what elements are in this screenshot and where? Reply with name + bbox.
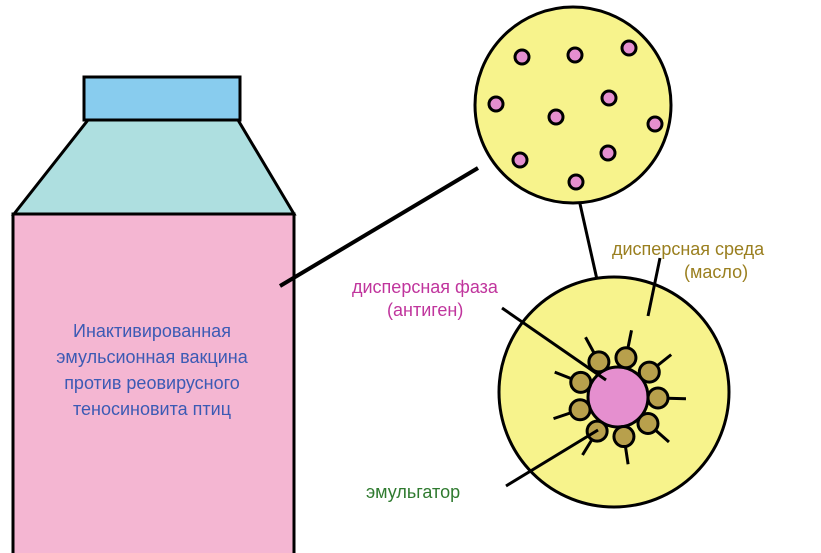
antigen-droplet	[569, 175, 583, 189]
antigen-droplet	[549, 110, 563, 124]
emulsifier-head	[571, 372, 591, 392]
antigen-droplet	[622, 41, 636, 55]
bottle-label-line: эмульсионная вакцина	[22, 344, 282, 370]
antigen-droplet	[489, 97, 503, 111]
emulsifier-head	[614, 427, 634, 447]
antigen-droplet	[648, 117, 662, 131]
emulsifier-head	[638, 413, 658, 433]
dispersed-phase-sublabel: (антиген)	[387, 299, 463, 321]
dispersed-medium-sublabel: (масло)	[684, 261, 748, 283]
dispersed-medium-label: дисперсная среда	[612, 238, 764, 260]
antigen-droplet	[513, 153, 527, 167]
emulsion-magnified-circle	[475, 7, 671, 203]
bottle-label-line: против реовирусного	[22, 370, 282, 396]
bottle-label-line: Инактивированная	[22, 318, 282, 344]
antigen-droplet	[601, 146, 615, 160]
vaccine-bottle	[13, 77, 294, 553]
bottle-cap	[84, 77, 240, 120]
antigen-droplet	[568, 48, 582, 62]
emulsifier-head	[639, 362, 659, 382]
emulsifier-label: эмульгатор	[366, 481, 460, 503]
bottle-label-line: теносиновита птиц	[22, 396, 282, 422]
dispersed-phase-label: дисперсная фаза	[352, 276, 498, 298]
emulsifier-head	[616, 348, 636, 368]
bottle-to-droplets-line	[280, 168, 478, 286]
emulsifier-head	[648, 388, 668, 408]
emulsifier-head	[570, 400, 590, 420]
antigen-droplet	[602, 91, 616, 105]
antigen-droplet	[515, 50, 529, 64]
bottle-shoulder	[14, 120, 294, 214]
droplet-detail-circle	[499, 277, 729, 507]
